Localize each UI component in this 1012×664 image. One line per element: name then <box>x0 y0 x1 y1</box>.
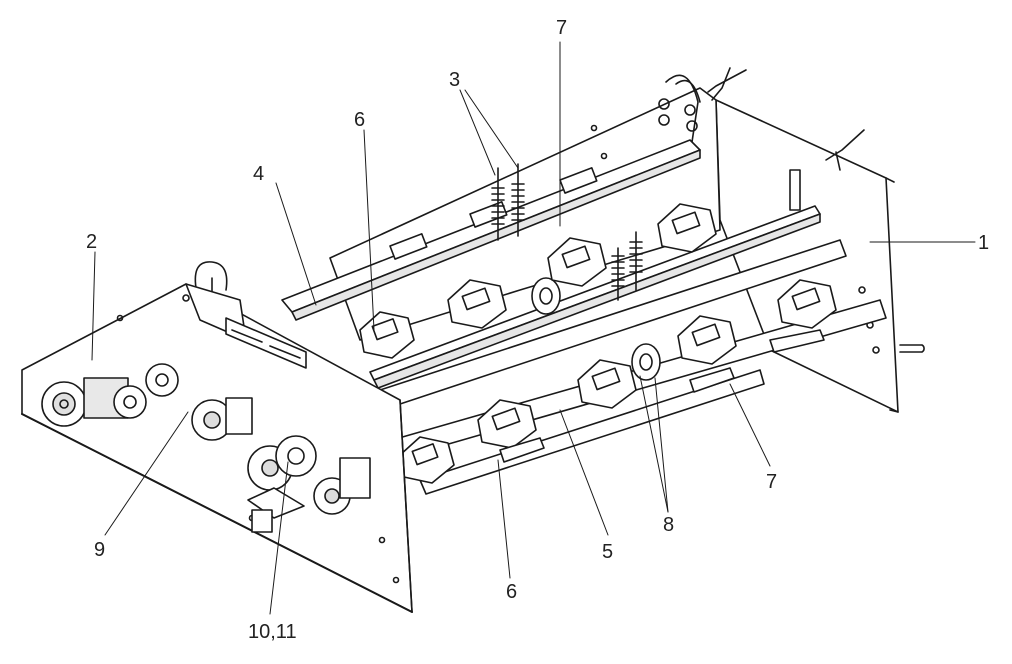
callout-1: 1 <box>978 232 990 254</box>
callout-3: 3 <box>449 69 461 91</box>
callout-5: 5 <box>602 541 614 563</box>
callout-2: 2 <box>86 231 98 253</box>
callout-4: 4 <box>253 163 265 185</box>
callout-7-bottom: 7 <box>766 471 778 493</box>
callout-6-bottom: 6 <box>506 581 518 603</box>
top-bar <box>281 139 701 321</box>
callout-10-11: 10,11 <box>248 621 297 643</box>
callout-6-top: 6 <box>354 109 366 131</box>
callout-8: 8 <box>663 514 675 536</box>
left-side-plate <box>21 283 413 613</box>
leader-lines <box>91 41 976 615</box>
drive-assembly <box>41 363 371 533</box>
callout-7-top: 7 <box>556 17 568 39</box>
callout-9: 9 <box>94 539 106 561</box>
rotor-blades <box>359 203 837 484</box>
middle-bar <box>369 205 821 389</box>
